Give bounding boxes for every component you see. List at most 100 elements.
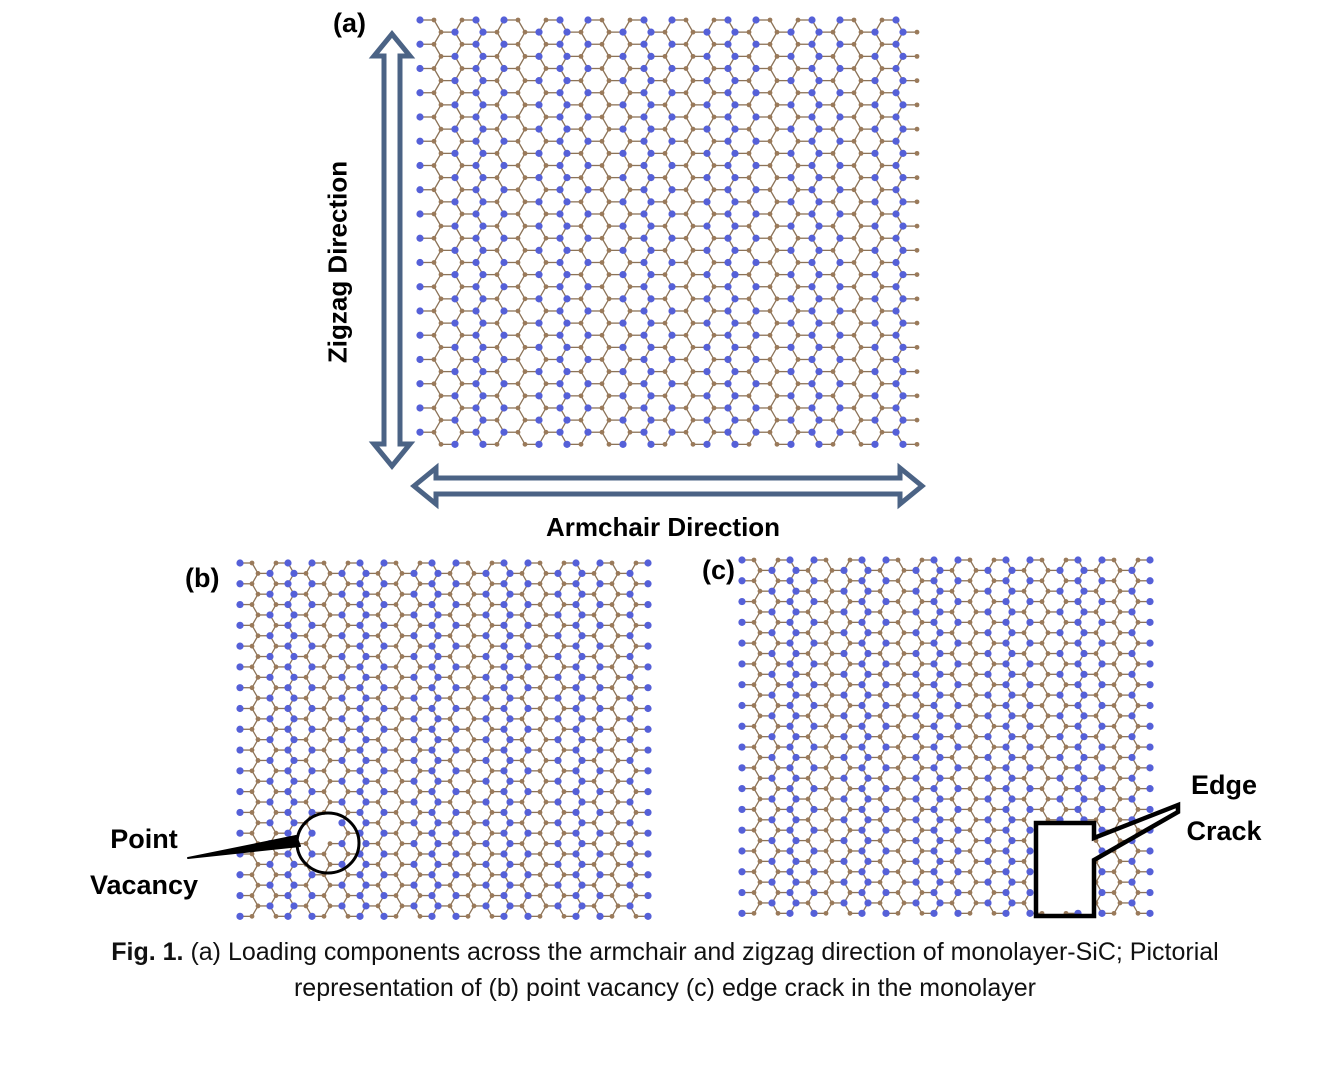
carbon-atom (447, 841, 453, 846)
silicon-atom (936, 608, 944, 616)
carbon-atom (303, 570, 309, 576)
carbon-atom (327, 841, 333, 846)
carbon-atom (711, 308, 717, 314)
carbon-atom (599, 357, 605, 362)
silicon-atom (840, 608, 848, 616)
carbon-atom (830, 441, 836, 447)
carbon-atom (879, 163, 885, 168)
carbon-atom (991, 619, 997, 625)
carbon-atom (345, 602, 351, 607)
carbon-atom (578, 393, 584, 399)
silicon-atom (362, 839, 370, 848)
silicon-atom (500, 788, 508, 796)
silicon-atom (619, 222, 627, 230)
silicon-atom (428, 746, 436, 754)
silicon-atom (578, 569, 586, 577)
silicon-atom (554, 736, 562, 744)
silicon-atom (815, 295, 823, 303)
carbon-atom (417, 706, 423, 711)
silicon-atom (472, 64, 480, 73)
silicon-atom (338, 569, 346, 577)
carbon-atom (851, 357, 857, 362)
carbon-atom (393, 768, 399, 774)
silicon-atom (266, 611, 274, 619)
carbon-atom (431, 66, 437, 71)
silicon-atom (362, 756, 370, 765)
silicon-atom (892, 283, 900, 291)
silicon-atom (434, 798, 442, 806)
carbon-atom (459, 429, 465, 435)
carbon-atom (633, 643, 639, 649)
silicon-atom (871, 174, 879, 182)
silicon-atom (836, 428, 844, 436)
silicon-atom (554, 860, 562, 868)
silicon-atom (640, 428, 648, 436)
carbon-atom (1063, 599, 1069, 604)
carbon-atom (633, 706, 639, 711)
carbon-atom (1135, 557, 1141, 563)
carbon-atom (746, 126, 752, 132)
silicon-atom (1128, 587, 1136, 595)
carbon-atom (303, 778, 309, 784)
carbon-atom (1063, 578, 1069, 584)
silicon-atom (290, 611, 298, 619)
silicon-atom (524, 725, 532, 733)
silicon-atom (668, 234, 676, 242)
silicon-atom (500, 559, 508, 567)
carbon-atom (561, 851, 567, 857)
carbon-atom (711, 235, 717, 241)
carbon-atom (375, 758, 381, 763)
silicon-atom (284, 808, 292, 817)
silicon-atom (619, 174, 627, 182)
silicon-atom (703, 319, 711, 327)
silicon-atom (506, 590, 514, 598)
carbon-atom (914, 199, 920, 205)
carbon-atom (914, 320, 920, 326)
carbon-atom (609, 726, 615, 732)
carbon-atom (774, 53, 780, 59)
carbon-atom (519, 841, 525, 846)
silicon-atom (644, 580, 652, 588)
silicon-atom (647, 198, 655, 206)
carbon-atom (683, 66, 689, 71)
carbon-atom (561, 685, 567, 691)
silicon-atom (434, 715, 442, 723)
silicon-atom (1008, 608, 1016, 616)
silicon-atom (563, 125, 571, 133)
silicon-atom (451, 198, 459, 206)
silicon-atom (434, 756, 442, 765)
silicon-atom (380, 580, 388, 588)
carbon-atom (489, 685, 495, 691)
carbon-atom (465, 664, 471, 670)
carbon-atom (465, 768, 471, 774)
silicon-atom (815, 246, 823, 254)
silicon-atom (787, 149, 795, 157)
silicon-atom (836, 137, 844, 145)
silicon-atom (472, 161, 480, 170)
carbon-atom (767, 381, 773, 387)
carbon-atom (393, 643, 399, 649)
silicon-atom (451, 319, 459, 327)
carbon-atom (273, 810, 279, 815)
carbon-atom (522, 175, 528, 181)
carbon-atom (823, 599, 829, 604)
carbon-atom (561, 622, 567, 628)
silicon-atom (563, 174, 571, 182)
carbon-atom (543, 187, 549, 193)
carbon-atom (746, 344, 752, 350)
carbon-atom (375, 882, 381, 888)
silicon-atom (556, 186, 564, 194)
silicon-atom (535, 125, 543, 133)
carbon-atom (249, 830, 255, 836)
carbon-atom (375, 841, 381, 846)
carbon-atom (767, 284, 773, 290)
silicon-atom (1002, 597, 1010, 606)
carbon-atom (823, 557, 829, 563)
carbon-atom (543, 163, 549, 168)
silicon-atom (1098, 597, 1106, 606)
carbon-atom (375, 674, 381, 680)
silicon-atom (236, 580, 244, 588)
carbon-atom (489, 622, 495, 628)
silicon-atom (563, 392, 571, 400)
carbon-atom (345, 560, 351, 566)
